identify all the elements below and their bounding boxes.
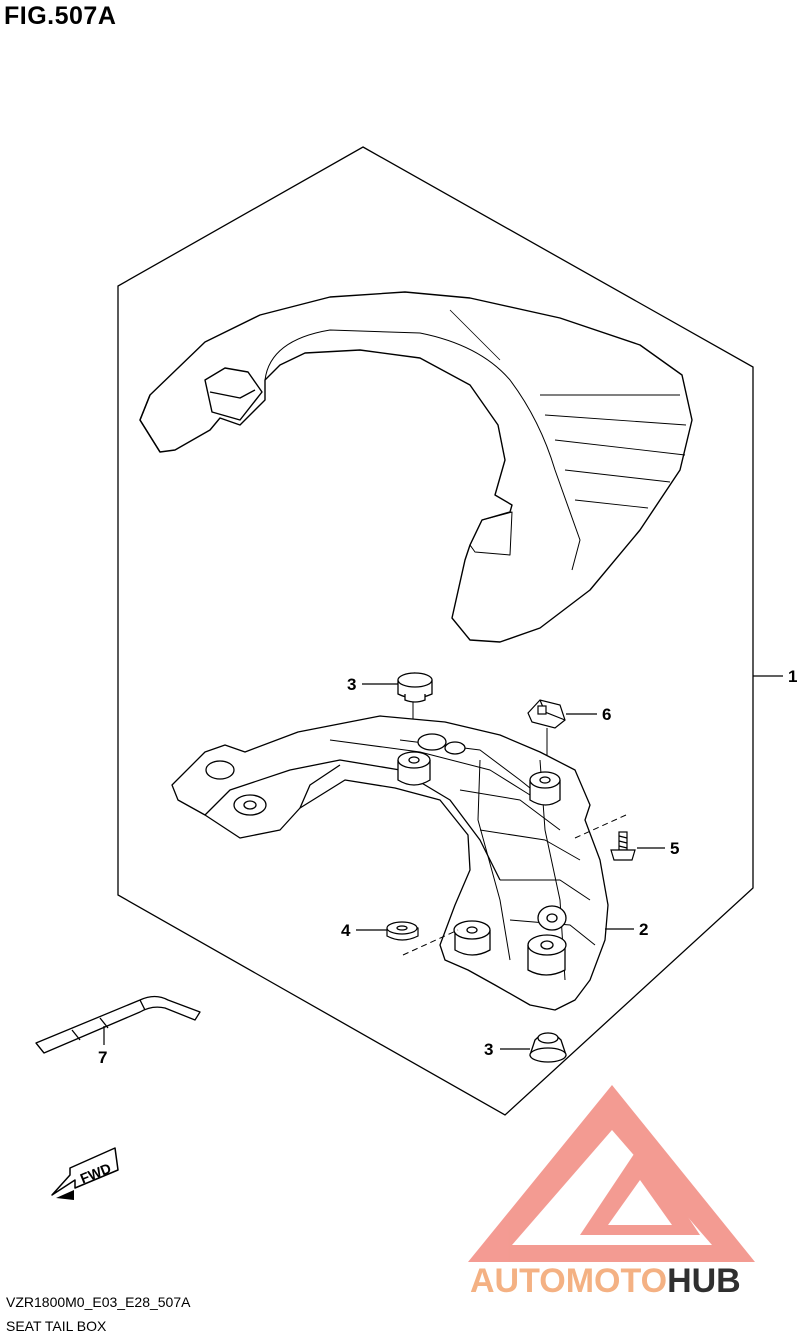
seat-tail-cover — [139, 291, 693, 643]
watermark-text: AUTOMOTOHUB — [470, 1262, 741, 1300]
figure-name: SEAT TAIL BOX — [6, 1318, 107, 1334]
callout-1: 1 — [753, 667, 797, 686]
forward-direction-arrow: FWD — [51, 1147, 119, 1200]
leader-grommet — [402, 929, 459, 956]
svg-text:2: 2 — [639, 920, 648, 939]
callout-3-top: 3 — [347, 675, 398, 694]
figure-code: VZR1800M0_E03_E28_507A — [6, 1294, 191, 1310]
assembly-boundary — [117, 146, 754, 1116]
bolt — [610, 831, 636, 861]
callout-2: 2 — [605, 920, 648, 939]
callout-3-bottom: 3 — [484, 1040, 530, 1059]
figure-title: FIG.507A — [4, 2, 117, 30]
seat-tail-bracket — [171, 715, 609, 1011]
hex-key-wrench — [35, 995, 201, 1054]
callout-5: 5 — [637, 839, 679, 858]
svg-text:6: 6 — [602, 705, 611, 724]
clip-nut — [527, 699, 566, 729]
callout-7: 7 — [98, 1026, 107, 1067]
svg-text:7: 7 — [98, 1048, 107, 1067]
cushion-rubber-bottom — [529, 1032, 567, 1063]
svg-text:5: 5 — [670, 839, 679, 858]
watermark-logo — [468, 1085, 755, 1262]
cushion-rubber-top — [397, 672, 433, 703]
svg-text:1: 1 — [788, 667, 797, 686]
svg-text:3: 3 — [347, 675, 356, 694]
callout-4: 4 — [341, 921, 387, 940]
grommet — [386, 921, 419, 941]
callout-6: 6 — [566, 705, 611, 724]
svg-text:3: 3 — [484, 1040, 493, 1059]
svg-text:4: 4 — [341, 921, 351, 940]
